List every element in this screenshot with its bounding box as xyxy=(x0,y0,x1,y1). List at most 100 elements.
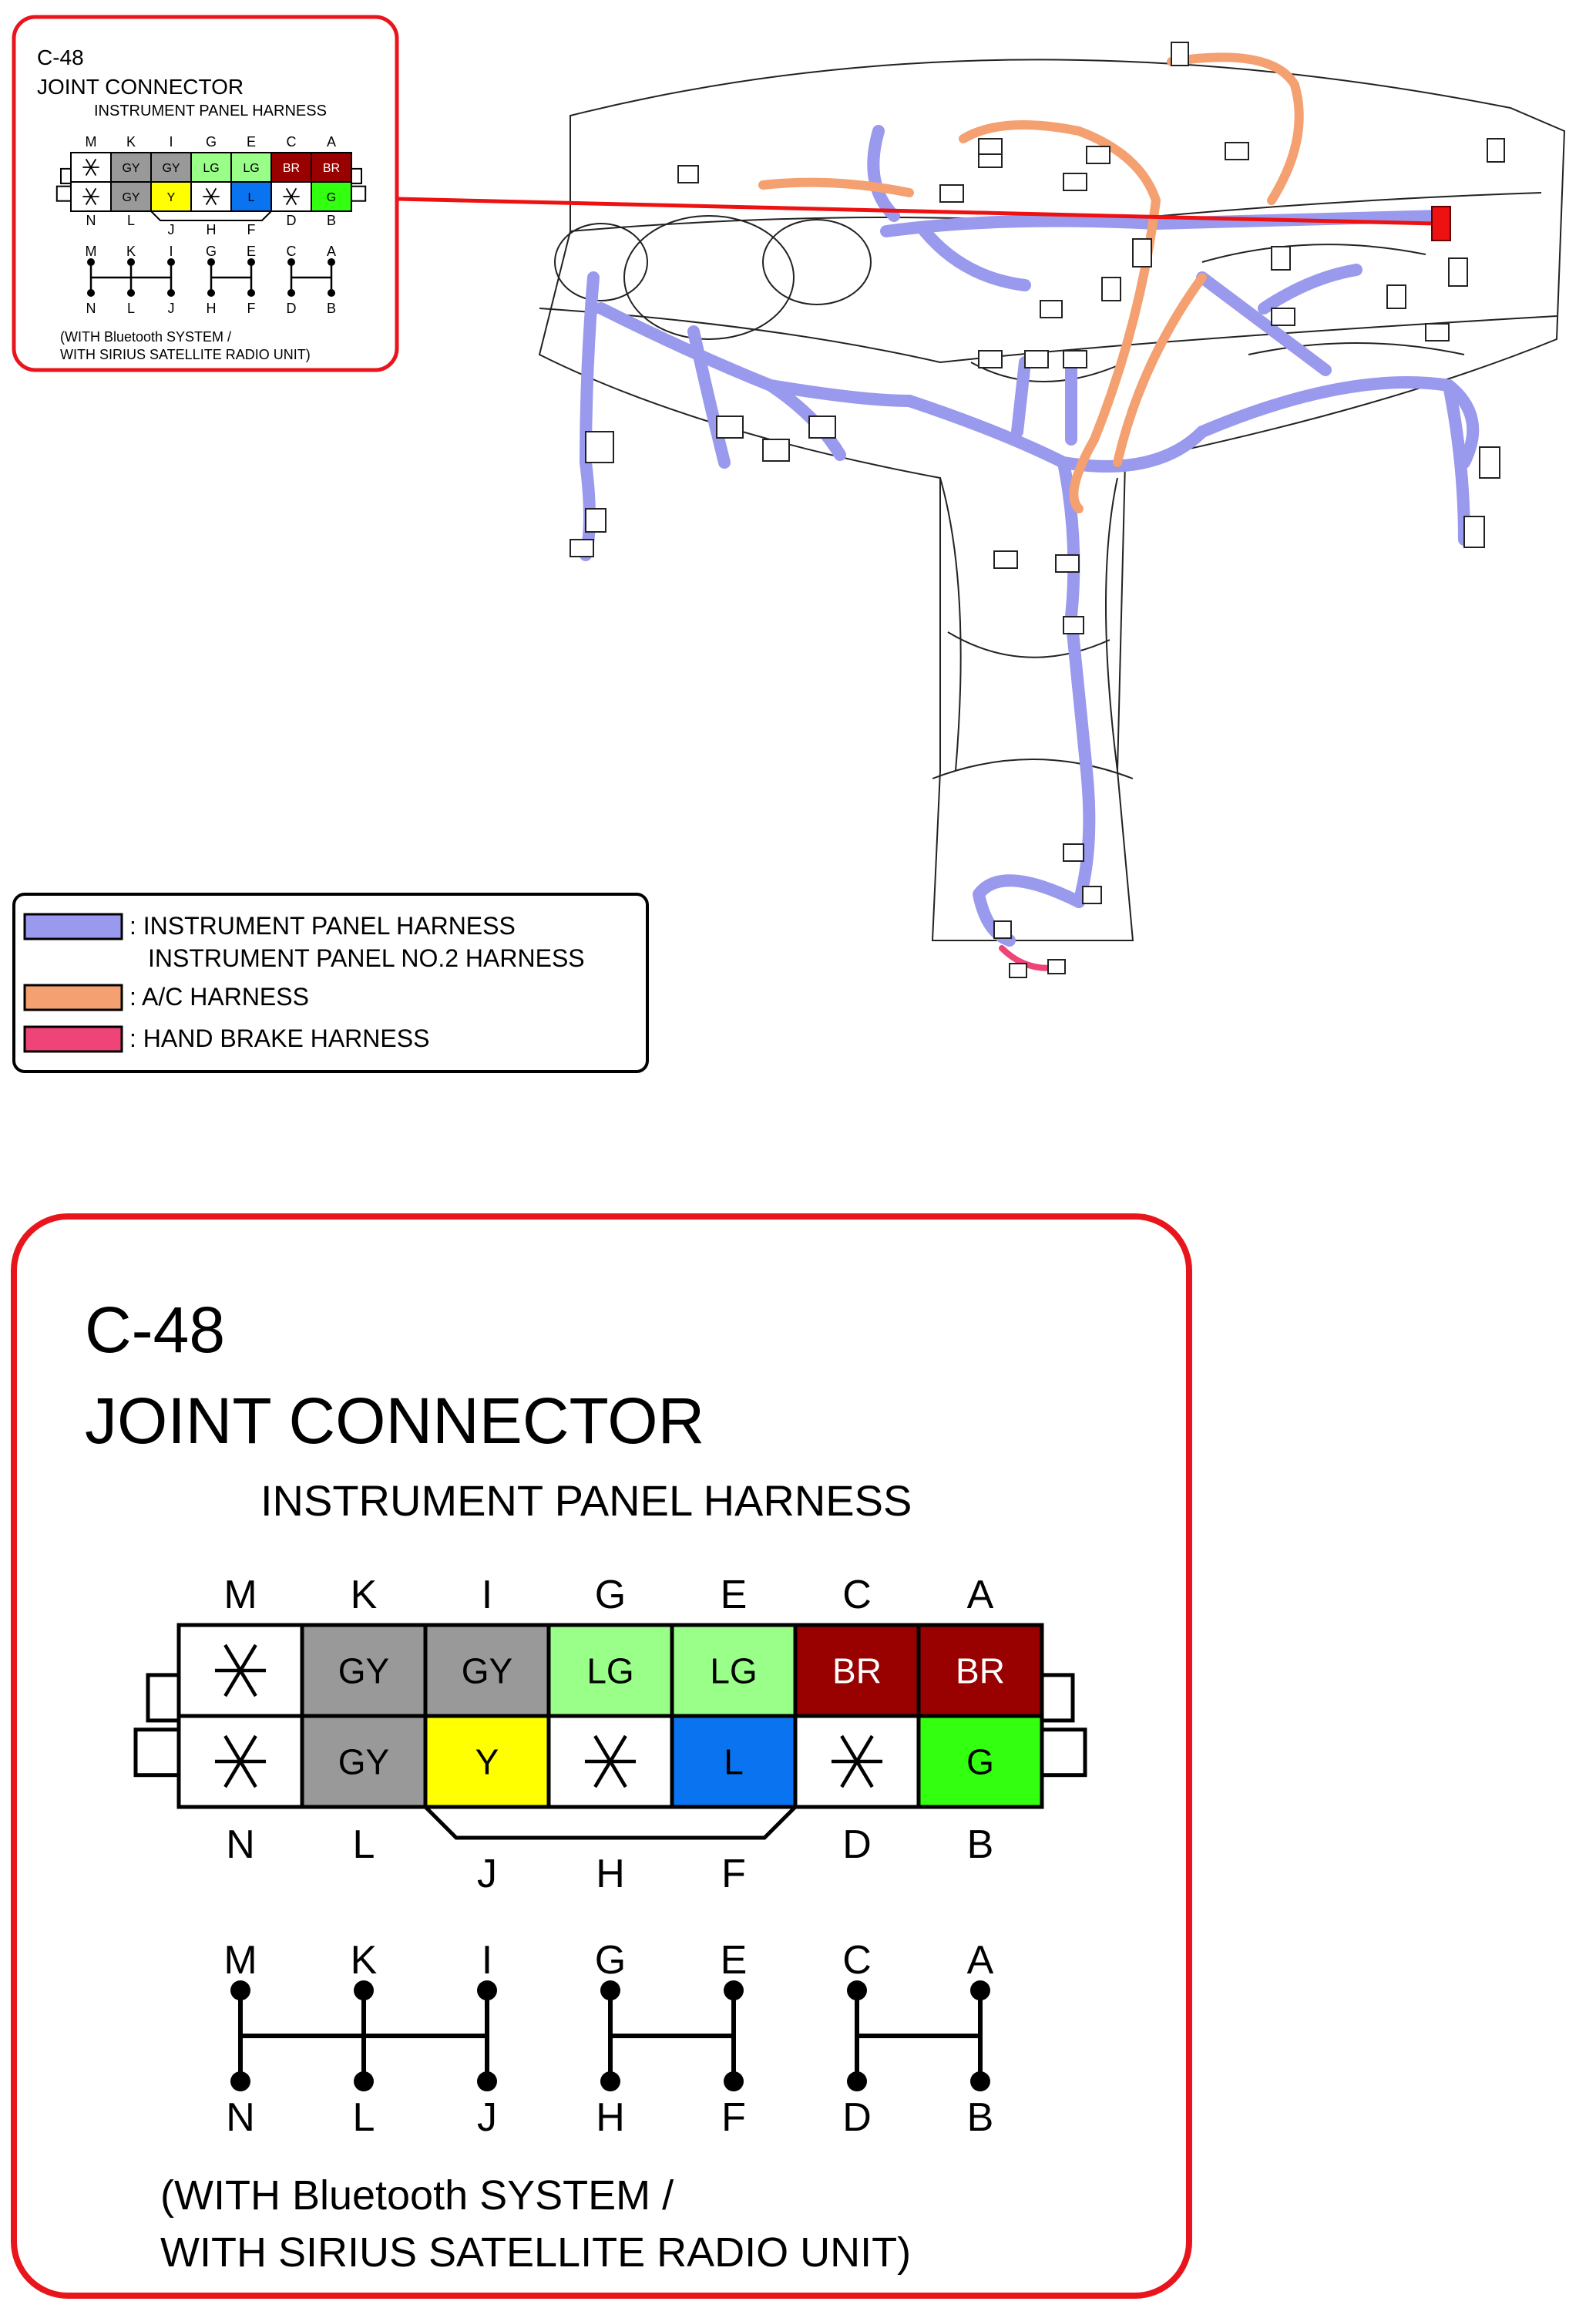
joint-dot-I xyxy=(167,258,175,266)
legend-label-ip-no2: INSTRUMENT PANEL NO.2 HARNESS xyxy=(148,944,585,972)
note-line1: (WITH Bluetooth SYSTEM / xyxy=(160,2172,674,2219)
pin-cell-B xyxy=(311,181,352,212)
joint-label-N: N xyxy=(226,2095,255,2140)
pin-cell-G xyxy=(190,152,232,183)
pin-label-M: M xyxy=(86,134,97,150)
wire-color-K: GY xyxy=(122,162,139,175)
pin-cell-I xyxy=(423,1623,551,1718)
joint-label-C: C xyxy=(287,244,297,259)
wire-color-B: G xyxy=(327,191,336,204)
inset-connector-name: JOINT CONNECTOR xyxy=(37,75,244,99)
joint-dot-B xyxy=(328,289,335,297)
ip-harness-wires xyxy=(580,125,1480,947)
unused-pin-asterisk-N xyxy=(214,1734,267,1788)
legend-swatch-ac xyxy=(23,984,123,1011)
joint-label-B: B xyxy=(327,301,336,316)
pin-cell-A xyxy=(916,1623,1044,1718)
joint-label-E: E xyxy=(721,1938,748,1983)
joint-label-A: A xyxy=(967,1938,994,1983)
wire-color-C: BR xyxy=(283,162,300,175)
pin-label-J: J xyxy=(168,222,175,237)
joint-label-K: K xyxy=(351,1938,378,1983)
joint-label-G: G xyxy=(206,244,217,259)
joint-dot-N xyxy=(230,2071,250,2091)
joint-dot-M xyxy=(87,258,95,266)
connector-latch-right-bottom xyxy=(1040,1728,1087,1778)
legend-swatch-hand-brake xyxy=(23,1025,123,1053)
pin-label-L: L xyxy=(353,1822,375,1867)
pin-cell-J xyxy=(423,1714,551,1809)
unused-pin-asterisk-D xyxy=(831,1734,883,1788)
connector-skirt xyxy=(150,210,272,221)
wire-color-G: LG xyxy=(203,162,219,175)
pin-label-K: K xyxy=(351,1573,378,1617)
inset-harness-name: INSTRUMENT PANEL HARNESS xyxy=(94,103,327,119)
wire-color-F: L xyxy=(248,191,255,204)
pin-label-N: N xyxy=(226,1822,255,1867)
connector-name: JOINT CONNECTOR xyxy=(85,1384,704,1457)
legend-label-ac: : A/C HARNESS xyxy=(129,983,309,1011)
pin-label-I: I xyxy=(482,1573,492,1617)
pin-label-J: J xyxy=(477,1852,497,1896)
connector-latch-left-bottom xyxy=(133,1728,181,1778)
harness-connector-boxes xyxy=(570,42,1505,978)
pin-cell-B xyxy=(916,1714,1044,1809)
pin-label-B: B xyxy=(967,1822,994,1867)
unused-pin-asterisk-M xyxy=(82,158,99,177)
pin-cell-E xyxy=(230,152,272,183)
wire-color-B: G xyxy=(966,1742,994,1782)
pin-label-C: C xyxy=(842,1573,872,1617)
connector-id: C-48 xyxy=(85,1294,225,1366)
joint-label-N: N xyxy=(86,301,96,316)
pin-label-G: G xyxy=(595,1573,626,1617)
joint-dot-G xyxy=(207,258,215,266)
wire-color-J: Y xyxy=(475,1742,499,1782)
note-line2: WITH SIRIUS SATELLITE RADIO UNIT) xyxy=(160,2229,911,2276)
joint-label-H: H xyxy=(596,2095,625,2140)
legend-label-ip: : INSTRUMENT PANEL HARNESS xyxy=(129,912,516,940)
pin-cell-D xyxy=(793,1714,921,1809)
connector-latch-right-top xyxy=(351,167,362,184)
pin-label-E: E xyxy=(721,1573,748,1617)
pin-cell-E xyxy=(670,1623,798,1718)
c48-location-marker xyxy=(1431,206,1451,241)
unused-pin-asterisk-M xyxy=(214,1644,267,1697)
legend-item-ip-harness: : INSTRUMENT PANEL HARNESS INSTRUMENT PA… xyxy=(23,912,585,972)
connector-latch-right-top xyxy=(1040,1673,1075,1723)
joint-label-F: F xyxy=(247,301,256,316)
joint-dot-L xyxy=(127,289,135,297)
pin-cell-G xyxy=(546,1623,674,1718)
joint-dot-N xyxy=(87,289,95,297)
inset-note-line2: WITH SIRIUS SATELLITE RADIO UNIT) xyxy=(60,347,311,362)
harness-name: INSTRUMENT PANEL HARNESS xyxy=(260,1476,912,1525)
pin-label-I: I xyxy=(169,134,173,150)
pin-cell-F xyxy=(670,1714,798,1809)
joint-label-H: H xyxy=(207,301,217,316)
joint-dot-C xyxy=(847,1980,867,2000)
pin-cell-C xyxy=(270,152,312,183)
joint-label-L: L xyxy=(127,301,135,316)
joint-label-F: F xyxy=(721,2095,746,2140)
pin-label-G: G xyxy=(206,134,217,150)
joint-label-J: J xyxy=(477,2095,497,2140)
pin-label-H: H xyxy=(207,222,217,237)
joint-dot-F xyxy=(247,289,255,297)
pin-label-F: F xyxy=(721,1852,746,1896)
joint-dot-L xyxy=(354,2071,374,2091)
joint-dot-I xyxy=(477,1980,497,2000)
wire-color-K: GY xyxy=(338,1651,389,1691)
joint-dot-E xyxy=(724,1980,744,2000)
inset-connector-id: C-48 xyxy=(37,45,84,69)
pin-cell-F xyxy=(230,181,272,212)
wire-color-F: L xyxy=(724,1742,744,1782)
connector-latch-left-bottom xyxy=(55,185,72,202)
wire-color-C: BR xyxy=(832,1651,882,1691)
pin-label-D: D xyxy=(842,1822,872,1867)
wire-color-E: LG xyxy=(710,1651,757,1691)
dashboard-illustration xyxy=(538,59,1566,941)
unused-pin-asterisk-D xyxy=(283,187,300,206)
joint-dot-H xyxy=(207,289,215,297)
connector-inset-small: C-48 JOINT CONNECTOR INSTRUMENT PANEL HA… xyxy=(12,15,399,372)
